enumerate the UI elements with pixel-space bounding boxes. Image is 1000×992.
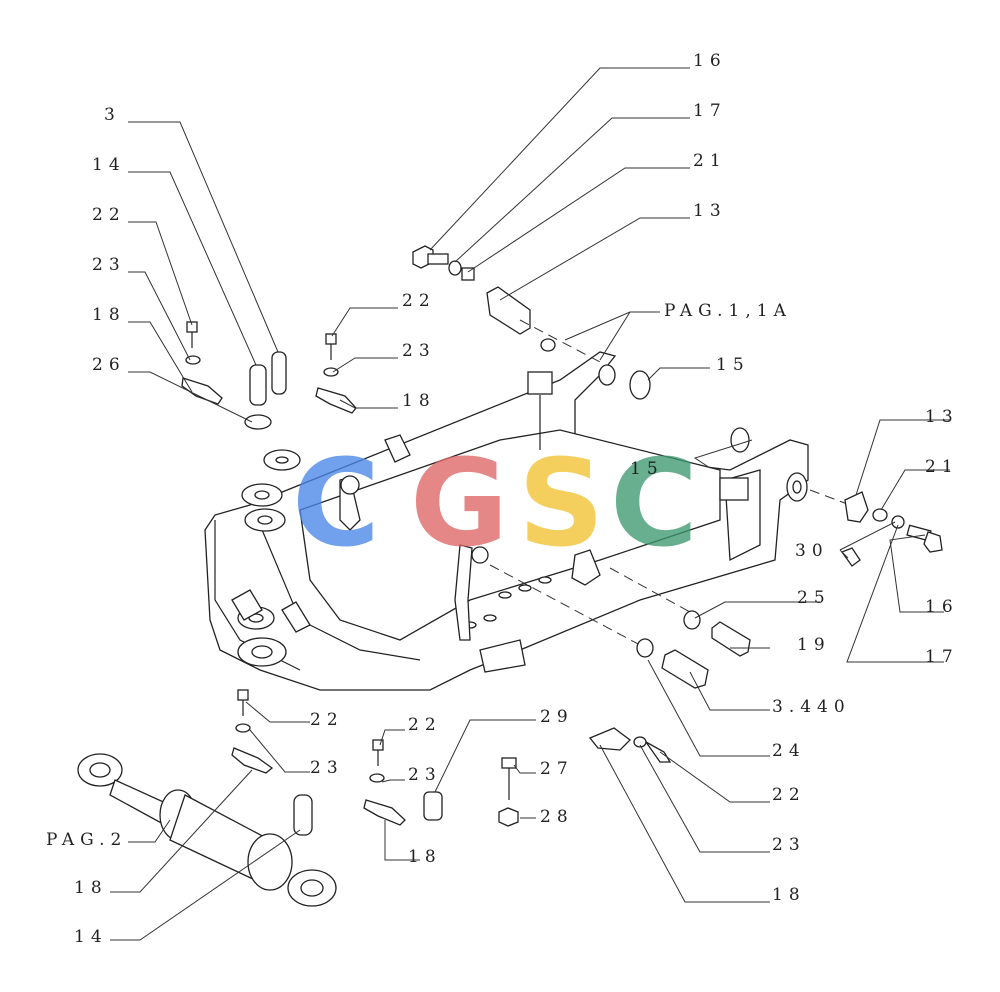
upper-pin-assembly xyxy=(412,245,601,363)
hitch-frame xyxy=(204,351,809,691)
lift-cylinder xyxy=(77,753,337,907)
callout-23-lower-right: 23 xyxy=(772,835,806,855)
callout-19: 19 xyxy=(797,635,831,655)
callout-13-top: 13 xyxy=(693,201,727,221)
callout-27: 27 xyxy=(540,759,574,779)
callout-18-lower-right: 18 xyxy=(772,885,806,905)
leader-lines xyxy=(110,67,950,941)
callout-21-top: 21 xyxy=(693,151,727,171)
watermark-letter-4: C xyxy=(610,435,698,574)
callout-labels: 16 17 21 13 3 14 22 23 18 26 22 23 18 PA… xyxy=(46,51,959,947)
callout-22-lower-right: 22 xyxy=(772,785,806,805)
callout-14-upper: 14 xyxy=(92,155,126,175)
callout-18-upper: 18 xyxy=(92,305,126,325)
callout-22-upper: 22 xyxy=(92,205,126,225)
callout-22-lower-mid: 22 xyxy=(408,715,442,735)
callout-26: 26 xyxy=(92,355,126,375)
callout-15-center: 15 xyxy=(630,459,664,479)
callout-18-mid: 18 xyxy=(402,391,436,411)
callout-15-right: 15 xyxy=(716,355,750,375)
callout-pag-2: PAG.2 xyxy=(46,830,127,850)
upper-left-hardware xyxy=(181,321,357,430)
callout-22-mid: 22 xyxy=(402,291,436,311)
callout-24: 24 xyxy=(772,741,806,761)
callout-17-right: 17 xyxy=(925,647,959,667)
callout-23-upper: 23 xyxy=(92,255,126,275)
callout-14-lower-left: 14 xyxy=(74,927,108,947)
callout-23-lower-mid: 23 xyxy=(408,765,442,785)
callout-3: 3 xyxy=(104,105,121,125)
callout-pag-1-1a: PAG.1,1A xyxy=(664,301,792,321)
callout-17-top: 17 xyxy=(693,101,727,121)
callout-30: 30 xyxy=(795,541,829,561)
lower-hardware xyxy=(231,689,672,827)
watermark-letter-2: G xyxy=(410,435,509,574)
watermark-logo: C G S C xyxy=(292,435,698,574)
callout-13-right: 13 xyxy=(925,407,959,427)
callout-21-right: 21 xyxy=(925,457,959,477)
callout-22-lower-left: 22 xyxy=(310,710,344,730)
callout-16-right: 16 xyxy=(925,597,959,617)
callout-3-440: 3.440 xyxy=(772,697,851,717)
callout-16-top: 16 xyxy=(693,51,727,71)
watermark-letter-3: S xyxy=(518,435,604,574)
callout-25: 25 xyxy=(797,588,831,608)
callout-23-mid: 23 xyxy=(402,341,436,361)
callout-29: 29 xyxy=(540,707,574,727)
callout-18-lower-left: 18 xyxy=(74,878,108,898)
right-pin-assembly xyxy=(629,370,943,567)
watermark-letter-1: C xyxy=(292,435,380,574)
callout-18-lower-mid: 18 xyxy=(408,847,442,867)
callout-28: 28 xyxy=(540,807,574,827)
callout-23-lower-left: 23 xyxy=(310,758,344,778)
